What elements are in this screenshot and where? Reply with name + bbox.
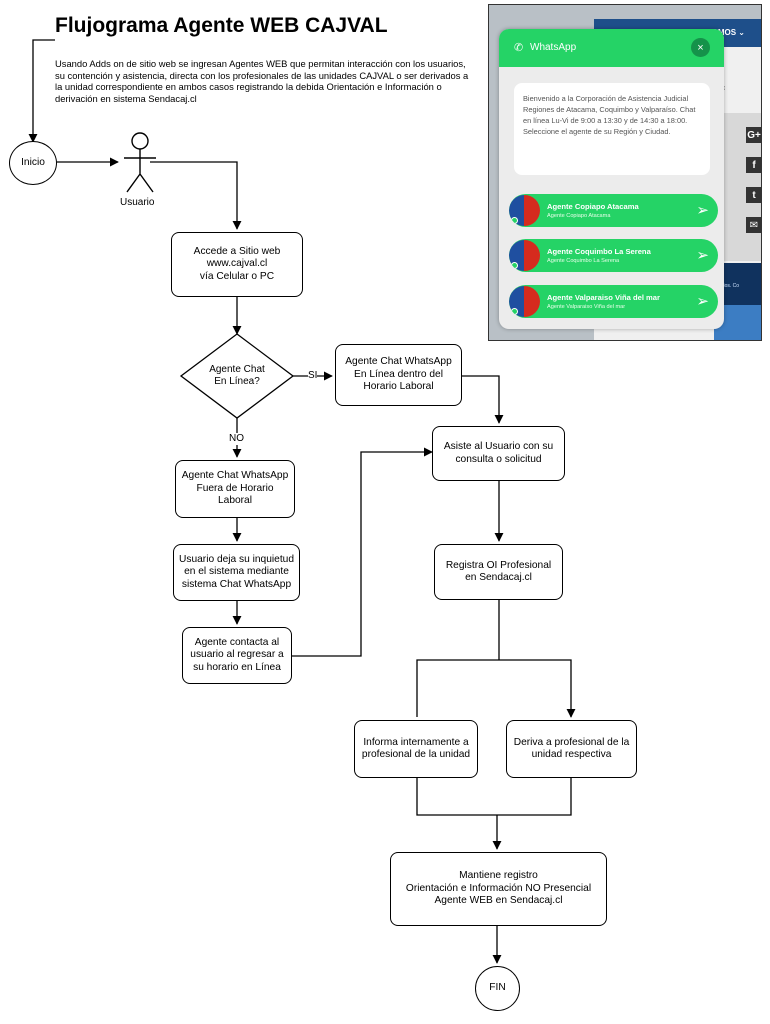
agent-online-node: Agente Chat WhatsApp En Línea dentro del… [335,344,462,406]
twitter-icon: t [746,187,761,203]
whatsapp-header-title: WhatsApp [530,42,577,53]
decision-label: Agente Chat En Línea? [209,364,265,387]
connector-merge-to-mantiene [416,778,572,849]
whatsapp-icon: ✆ [514,42,524,54]
maintain-record-node: Mantiene registro Orientación e Informac… [390,852,607,926]
facebook-icon: f [746,157,761,173]
assist-user-node: Asiste al Usuario con su consulta o soli… [432,426,565,481]
whatsapp-welcome-message: Bienvenido a la Corporación de Asistenci… [514,83,710,175]
whatsapp-header: ✆ WhatsApp × [499,29,724,67]
connector-contacta-to-asiste [292,447,433,657]
online-status-dot [511,308,518,315]
user-leaves-message-node: Usuario deja su inquietud en el sistema … [173,544,300,601]
decision-yes-label: SI [308,370,318,382]
site-nav-label: MOS ⌄ [717,28,745,37]
diagram-title: Flujograma Agente WEB CAJVAL [55,14,388,37]
diagram-description: Usando Adds on de sitio web se ingresan … [55,58,469,104]
site-social-sidebar: G+ f t ✉ [724,113,761,261]
decision-diamond [179,333,295,419]
agent-subtitle: Agente Coquimbo La Serena [547,258,620,264]
agent-button-copiapo[interactable]: Agente Copiapo Atacama Agente Copiapo At… [509,194,718,227]
inform-internally-node: Informa internamente a profesional de la… [354,720,478,778]
agent-button-valparaiso[interactable]: Agente Valparaiso Viña del mar Agente Va… [509,285,718,318]
decision-no-label: NO [229,433,244,445]
end-node: FIN [475,966,520,1011]
agent-contacts-user-node: Agente contacta al usuario al regresar a… [182,627,292,684]
close-icon[interactable]: × [691,38,710,57]
agent-avatar [509,240,540,271]
agent-name: Agente Coquimbo La Serena [547,247,651,256]
user-actor-label: Usuario [120,197,155,208]
user-actor-icon [124,132,156,193]
connector-usuario-to-accede [150,161,242,230]
online-status-dot [511,262,518,269]
agent-subtitle: Agente Copiapo Atacama [547,213,611,219]
agent-avatar [509,195,540,226]
agent-button-coquimbo[interactable]: Agente Coquimbo La Serena Agente Coquimb… [509,239,718,272]
send-icon: ➢ [696,202,709,219]
send-icon: ➢ [696,247,709,264]
register-oi-node: Registra OI Profesional en Sendacaj.cl [434,544,563,600]
google-plus-icon: G+ [746,127,761,143]
agent-name: Agente Valparaiso Viña del mar [547,293,660,302]
mail-icon: ✉ [746,217,761,233]
send-icon: ➢ [696,293,709,310]
agent-name: Agente Copiapo Atacama [547,202,639,211]
whatsapp-widget-screenshot: MOS ⌄ cc G+ f t ✉ 80 usuarios. Co ✆ What… [488,4,762,341]
connector-registra-split [416,600,571,717]
start-node: Inicio [9,141,57,185]
online-status-dot [511,217,518,224]
connector-intro-to-inicio [28,39,55,143]
connector-enlinea-to-asiste [462,375,504,424]
whatsapp-chat-widget: ✆ WhatsApp × Bienvenido a la Corporación… [499,29,724,329]
agent-offline-node: Agente Chat WhatsApp Fuera de Horario La… [175,460,295,518]
site-stats-caption: usuarios. Co [711,283,740,289]
agent-subtitle: Agente Valparaiso Viña del mar [547,304,626,310]
refer-professional-node: Deriva a profesional de la unidad respec… [506,720,637,778]
agent-avatar [509,286,540,317]
access-website-node: Accede a Sitio web www.cajval.cl vía Cel… [171,232,303,297]
